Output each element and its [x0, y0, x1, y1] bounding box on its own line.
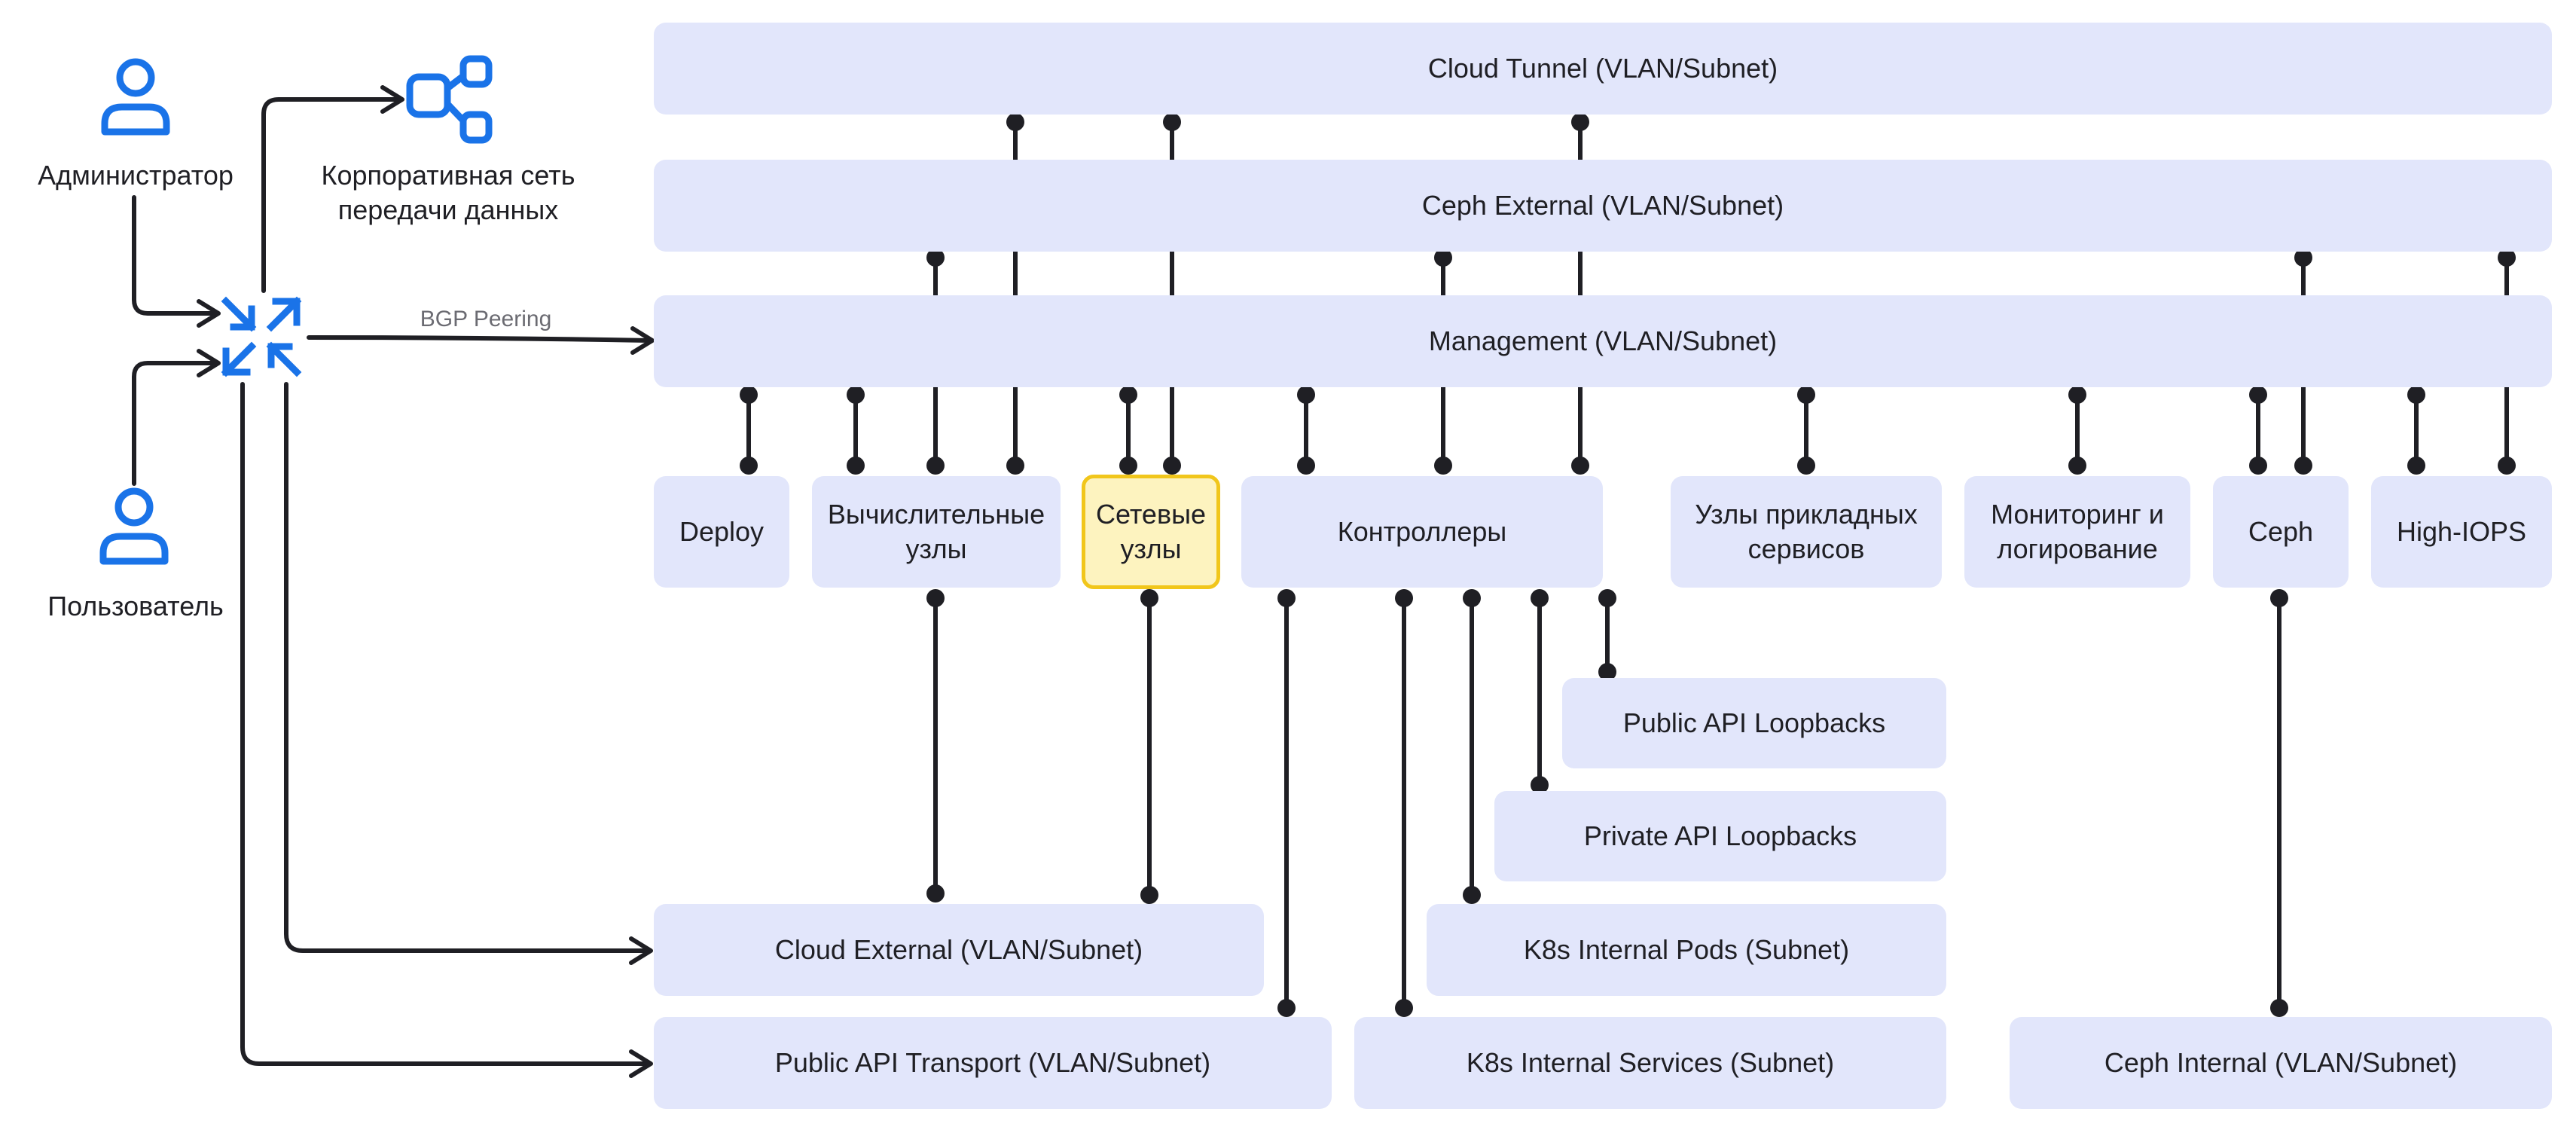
connector-compute-cloud-external-dot	[926, 589, 945, 607]
user-to-router-line	[132, 361, 218, 486]
corp-arrow	[380, 85, 404, 114]
connector-high-iops-management-dot	[2407, 457, 2425, 475]
k8s-internal-services-network: K8s Internal Services (Subnet)	[1354, 1017, 1946, 1109]
connector-controllers-public-loopbacks-dot	[1598, 663, 1616, 681]
connector-high-iops-ceph-external-dot	[2498, 457, 2516, 475]
connector-monitoring-management-dot	[2068, 457, 2086, 475]
high-iops-node: High-IOPS	[2371, 476, 2552, 588]
network-nodes-icon	[406, 55, 493, 144]
router-arrows-icon	[221, 296, 302, 377]
connector-compute-management-dot	[847, 457, 865, 475]
router-to-public-api-transport-line	[240, 382, 650, 1066]
connector-monitoring-management-dot	[2068, 386, 2086, 404]
connector-controllers-management-dot	[1297, 457, 1315, 475]
connector-controllers-ceph-external-dot	[1434, 457, 1452, 475]
controllers-node: Контроллеры	[1241, 476, 1603, 588]
app-services-nodes: Узлы прикладных сервисов	[1671, 476, 1942, 588]
compute-nodes: Вычислительные узлы	[812, 476, 1061, 588]
connector-network-cloud-external-dot	[1140, 886, 1158, 904]
connector-ceph-ceph-external-dot	[2294, 457, 2312, 475]
connector-network-cloud-external-dot	[1140, 589, 1158, 607]
private-api-loopbacks-network: Private API Loopbacks	[1494, 791, 1946, 881]
connector-compute-cloud-tunnel-dot	[1006, 113, 1024, 131]
connector-compute-management-dot	[847, 386, 865, 404]
router-to-corp-line	[261, 97, 401, 293]
connector-app-services-management-dot	[1797, 457, 1815, 475]
public-api-transport-arrow	[629, 1049, 653, 1078]
user-arrow	[197, 349, 221, 377]
connector-controllers-k8s-services-dot	[1395, 999, 1413, 1017]
connector-controllers-k8s-pods-dot	[1463, 589, 1481, 607]
connector-controllers-k8s-services-dot	[1395, 589, 1413, 607]
connector-deploy-management-dot	[740, 386, 758, 404]
cloud-tunnel-network: Cloud Tunnel (VLAN/Subnet)	[654, 23, 2552, 115]
admin-label: Администратор	[38, 160, 233, 191]
connector-ceph-ceph-internal-dot	[2270, 999, 2288, 1017]
connector-compute-cloud-external-dot	[926, 884, 945, 902]
network-nodes: Сетевые узлы	[1082, 475, 1220, 589]
connector-high-iops-management-dot	[2407, 386, 2425, 404]
ceph-external-network: Ceph External (VLAN/Subnet)	[654, 160, 2552, 252]
bgp-peering-line	[307, 335, 652, 343]
connector-controllers-public-api-transport-dot	[1277, 999, 1296, 1017]
connector-compute-ceph-external-dot	[926, 249, 945, 267]
cloud-external-arrow	[629, 936, 653, 965]
connector-controllers-k8s-pods-dot	[1463, 886, 1481, 904]
connector-ceph-ceph-external-dot	[2294, 249, 2312, 267]
connector-network-management-dot	[1119, 457, 1137, 475]
public-api-transport-network: Public API Transport (VLAN/Subnet)	[654, 1017, 1332, 1109]
connector-app-services-management-dot	[1797, 386, 1815, 404]
connector-compute-cloud-tunnel-dot	[1006, 457, 1024, 475]
connector-network-cloud-tunnel-dot	[1163, 457, 1181, 475]
connector-network-cloud-tunnel-dot	[1163, 113, 1181, 131]
corp-network-label: Корпоративная сеть передачи данных	[321, 160, 575, 225]
connector-network-management-dot	[1119, 386, 1137, 404]
bgp-peering-label: BGP Peering	[420, 307, 552, 331]
cloud-external-network: Cloud External (VLAN/Subnet)	[654, 904, 1264, 996]
connector-controllers-public-api-transport-dot	[1277, 589, 1296, 607]
public-api-loopbacks-network: Public API Loopbacks	[1562, 678, 1946, 768]
connector-high-iops-ceph-external-dot	[2498, 249, 2516, 267]
bgp-arrow	[630, 326, 655, 355]
connector-controllers-management-dot	[1297, 386, 1315, 404]
k8s-internal-pods-network: K8s Internal Pods (Subnet)	[1427, 904, 1946, 996]
connector-controllers-cloud-tunnel-dot	[1571, 457, 1589, 475]
connector-controllers-public-loopbacks-dot	[1598, 589, 1616, 607]
user-icon	[101, 58, 170, 136]
connector-controllers-private-loopbacks-dot	[1531, 589, 1549, 607]
connector-deploy-management-dot	[740, 457, 758, 475]
user-icon	[99, 487, 169, 565]
admin-to-router-line	[132, 195, 218, 316]
connector-ceph-management-dot	[2249, 386, 2267, 404]
management-network: Management (VLAN/Subnet)	[654, 295, 2552, 387]
ceph-internal-network: Ceph Internal (VLAN/Subnet)	[2010, 1017, 2552, 1109]
deploy-node: Deploy	[654, 476, 789, 588]
connector-controllers-ceph-external-dot	[1434, 249, 1452, 267]
connector-controllers-cloud-tunnel-dot	[1571, 113, 1589, 131]
connector-ceph-ceph-internal-dot	[2270, 589, 2288, 607]
admin-arrow	[197, 299, 221, 328]
router-to-cloud-external-line	[284, 382, 650, 953]
connector-compute-ceph-external-dot	[926, 457, 945, 475]
ceph-node: Ceph	[2213, 476, 2349, 588]
user-label: Пользователь	[47, 591, 224, 622]
connector-controllers-private-loopbacks-dot	[1531, 776, 1549, 794]
connector-ceph-management-dot	[2249, 457, 2267, 475]
monitoring-node: Мониторинг и логирование	[1964, 476, 2190, 588]
